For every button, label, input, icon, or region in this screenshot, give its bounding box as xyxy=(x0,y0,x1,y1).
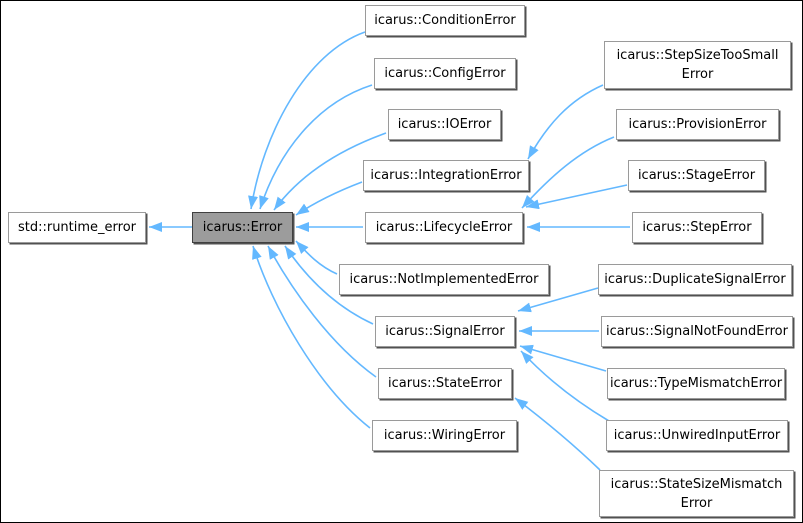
class-node-icarus-lifecycle-error[interactable]: icarus::LifecycleError xyxy=(365,212,523,243)
edge-config-error-to-error xyxy=(259,84,373,210)
class-node-icarus-error[interactable]: icarus::Error xyxy=(192,212,293,243)
edge-not-implemented-error-to-error xyxy=(295,240,338,275)
edge-signal-error-to-error xyxy=(284,245,374,325)
edge-io-error-to-error xyxy=(273,132,387,211)
class-node-icarus-step-size-too-small-error[interactable]: icarus::StepSizeTooSmall Error xyxy=(604,41,791,89)
class-node-icarus-wiring-error[interactable]: icarus::WiringError xyxy=(372,420,517,451)
class-node-icarus-unwired-input-error[interactable]: icarus::UnwiredInputError xyxy=(606,420,788,451)
class-node-icarus-signal-not-found-error[interactable]: icarus::SignalNotFoundError xyxy=(601,316,793,347)
edge-duplicate-signal-error-to-signal-error xyxy=(517,287,599,313)
class-node-icarus-stage-error[interactable]: icarus::StageError xyxy=(628,160,765,191)
edge-wiring-error-to-error xyxy=(252,245,371,429)
edge-integration-error-to-error xyxy=(295,181,363,216)
class-node-icarus-state-size-mismatch-error[interactable]: icarus::StateSizeMismatch Error xyxy=(599,470,794,517)
edge-provision-error-to-lifecycle-error xyxy=(521,136,615,209)
edge-unwired-input-error-to-signal-error xyxy=(520,350,610,422)
class-node-icarus-integration-error[interactable]: icarus::IntegrationError xyxy=(363,160,529,191)
class-node-std-runtime-error[interactable]: std::runtime_error xyxy=(8,212,146,243)
class-node-icarus-state-error[interactable]: icarus::StateError xyxy=(378,368,512,399)
class-node-icarus-duplicate-signal-error[interactable]: icarus::DuplicateSignalError xyxy=(598,264,792,295)
class-node-icarus-signal-error[interactable]: icarus::SignalError xyxy=(375,316,515,347)
edge-stage-error-to-lifecycle-error xyxy=(525,184,628,210)
class-node-icarus-config-error[interactable]: icarus::ConfigError xyxy=(374,58,516,89)
class-node-icarus-not-implemented-error[interactable]: icarus::NotImplementedError xyxy=(339,264,549,295)
edge-step-size-too-small-error-to-integration-error xyxy=(527,84,604,160)
class-node-icarus-step-error[interactable]: icarus::StepError xyxy=(632,212,762,243)
class-node-icarus-io-error[interactable]: icarus::IOError xyxy=(388,109,501,140)
class-node-icarus-type-mismatch-error[interactable]: icarus::TypeMismatchError xyxy=(607,368,785,399)
edge-state-error-to-error xyxy=(267,245,377,378)
edge-type-mismatch-error-to-signal-error xyxy=(519,344,607,372)
class-node-icarus-provision-error[interactable]: icarus::ProvisionError xyxy=(616,109,779,140)
class-node-icarus-condition-error[interactable]: icarus::ConditionError xyxy=(365,5,525,36)
edge-state-size-mismatch-error-to-state-error xyxy=(514,397,601,471)
edge-condition-error-to-error xyxy=(248,31,366,210)
